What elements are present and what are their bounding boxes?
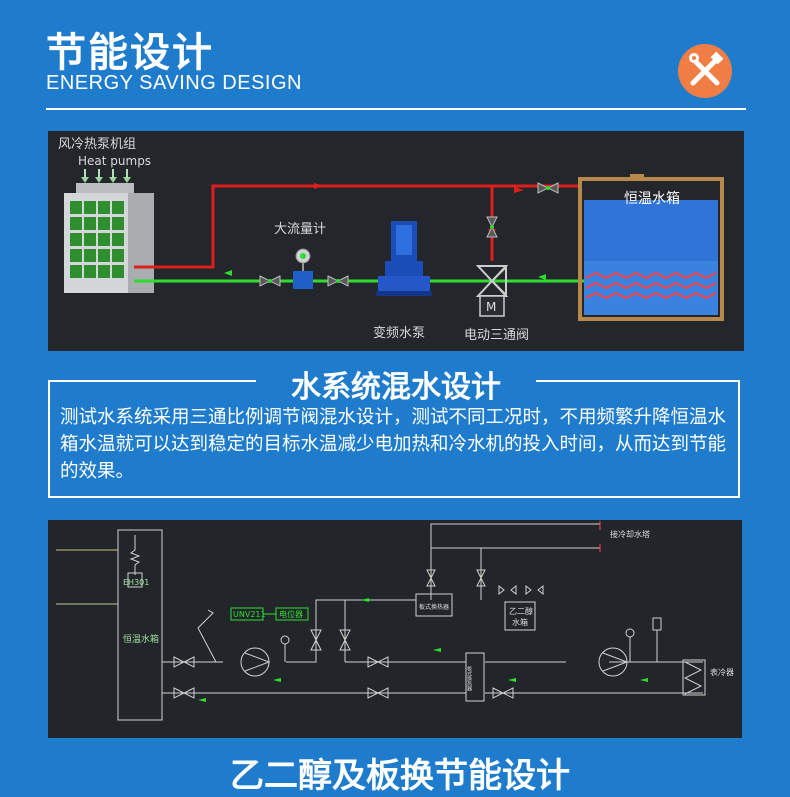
mixing-section-title: 水系统混水设计: [291, 370, 501, 405]
page-title: 节能设计: [46, 30, 214, 76]
glycol-tank-label: 乙二醇: [509, 606, 533, 616]
tank2-label: 恒温水箱: [123, 633, 159, 645]
glycol-diagram: EH301 恒温水箱 UNV211 电位器 板式换热器 乙二醇 水箱 接冷却水塔…: [48, 520, 742, 738]
exchanger-label: 板式换热器: [419, 603, 449, 611]
tank-label: 恒温水箱: [624, 191, 680, 207]
pump-icon: [376, 221, 432, 296]
pump-label: 变频水泵: [373, 325, 425, 341]
heater-label: EH301: [123, 578, 149, 587]
tank-icon: [578, 174, 724, 321]
tools-icon: [678, 44, 732, 98]
flowmeter-icon: [293, 248, 313, 289]
mixing-diagram: 风冷热泵机组 Heat pumps: [48, 131, 744, 351]
divider: [46, 108, 746, 110]
mixing-description: 测试水系统采用三通比例调节阀混水设计，测试不同工况时，不用频繁升降恒温水箱水温就…: [60, 407, 727, 482]
plate-exchanger-label: 板式换热器: [466, 665, 472, 692]
page-subtitle: ENERGY SAVING DESIGN: [46, 72, 302, 94]
potentiometer-label: 电位器: [279, 609, 303, 619]
heat-pump-label: 风冷热泵机组: [58, 137, 136, 152]
cooling-tower-label: 接冷却水塔: [610, 529, 650, 539]
sensor-label: UNV211: [233, 610, 266, 619]
glycol-tank-label-2: 水箱: [512, 617, 528, 627]
cooler-label: 表冷器: [710, 667, 734, 677]
valve-label: 电动三通阀: [464, 328, 529, 343]
flowmeter-label: 大流量计: [274, 222, 326, 237]
heat-pump-label-en: Heat pumps: [78, 154, 151, 168]
three-way-valve-icon: M: [475, 264, 509, 317]
glycol-section-title: 乙二醇及板换节能设计: [230, 756, 570, 796]
heat-pump-icon: [64, 169, 154, 293]
valve-mark: M: [486, 300, 496, 314]
